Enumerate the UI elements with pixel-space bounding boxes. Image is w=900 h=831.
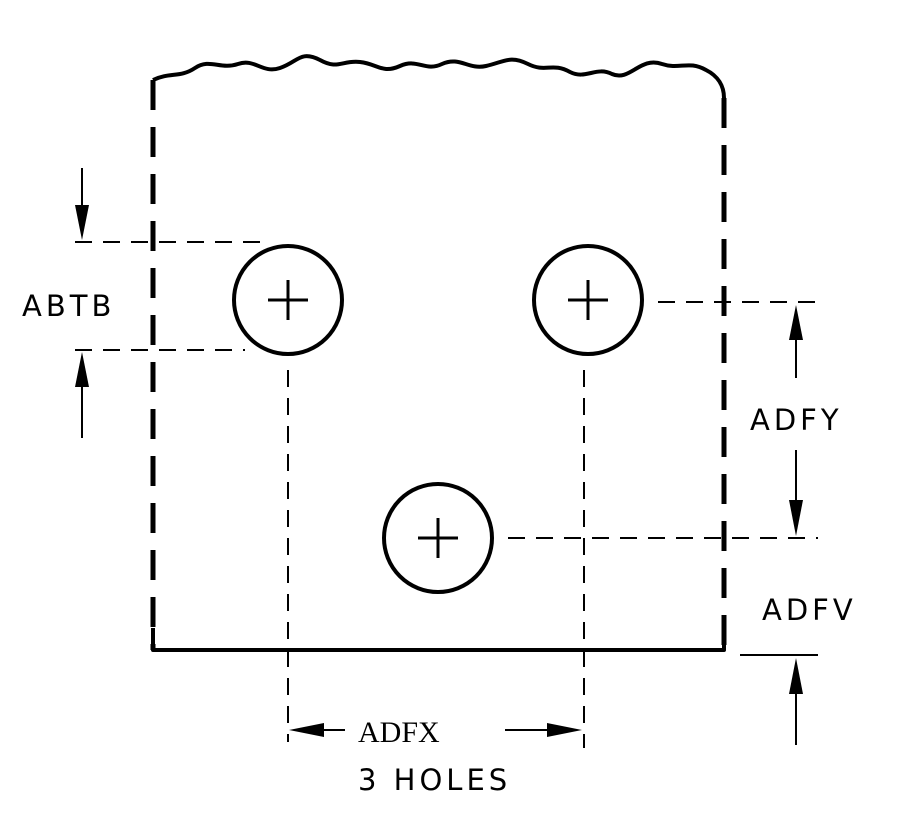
adfx-arrow-left-head: [289, 723, 324, 737]
adfx-label: ADFX: [358, 716, 440, 749]
adfy-label: ADFY: [750, 403, 843, 437]
adfx-arrow-right-head: [547, 723, 582, 737]
abtb-arrow-top-head: [75, 205, 89, 240]
hole-c: [382, 482, 494, 594]
dimension-adfx: ADFX: [289, 716, 582, 749]
plate-top-broken-edge: [152, 54, 726, 99]
dimension-abtb: ABTB: [22, 168, 115, 438]
adfy-arrow-top-head: [789, 305, 803, 340]
dimension-adfv: ADFV: [762, 593, 857, 745]
adfv-label: ADFV: [762, 593, 857, 627]
hole-b: [532, 244, 644, 356]
abtb-label: ABTB: [22, 289, 115, 323]
dimension-adfy: ADFY: [750, 305, 843, 536]
adfy-arrow-bottom-head: [789, 500, 803, 536]
plate-outline: [150, 54, 727, 652]
abtb-arrow-bottom-head: [75, 352, 89, 387]
plate-bottom-edge: [151, 628, 726, 652]
extension-lines: [75, 241, 820, 748]
adfv-arrow-head: [789, 658, 803, 694]
holes-count-note: 3 HOLES: [358, 763, 511, 797]
hole-a: [232, 244, 344, 356]
